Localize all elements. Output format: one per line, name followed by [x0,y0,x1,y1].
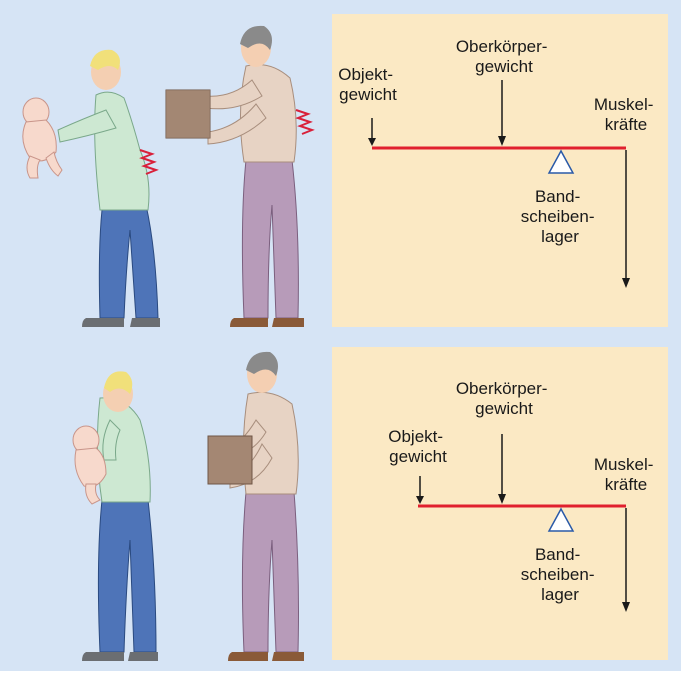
disc-fulcrum-label-close-line3: lager [541,585,579,604]
object-weight-label-far-line2: gewicht [339,85,397,104]
disc-fulcrum-label-close-line1: Band- [535,545,580,564]
upper-body-weight-label-close-line1: Oberkörper- [456,379,548,398]
disc-fulcrum-label-far-line1: Band- [535,187,580,206]
svg-text:Objekt- gewicht: Objekt- gewicht [388,427,448,466]
disc-fulcrum-label-far-line3: lager [541,227,579,246]
object-weight-label-close-line1: Objekt- [388,427,443,446]
upper-body-weight-label-far-line1: Oberkörper- [456,37,548,56]
object-weight-label-far-line1: Objekt- [338,65,393,84]
muscle-forces-label-far-line2: kräfte [605,115,648,134]
svg-text:Objekt- gewicht: Objekt- gewicht [338,65,398,104]
disc-fulcrum-label-far-line2: scheiben- [521,207,595,226]
disc-fulcrum-label-close-line2: scheiben- [521,565,595,584]
object-weight-label-close-line2: gewicht [389,447,447,466]
upper-body-weight-label-close-line2: gewicht [475,399,533,418]
muscle-forces-label-close-line2: kräfte [605,475,648,494]
top-row: Objekt- gewicht Oberkörper- gewicht Musk… [23,14,668,327]
upper-body-weight-label-far-line2: gewicht [475,57,533,76]
muscle-forces-label-far-line1: Muskel- [594,95,654,114]
muscle-forces-label-close-line1: Muskel- [594,455,654,474]
